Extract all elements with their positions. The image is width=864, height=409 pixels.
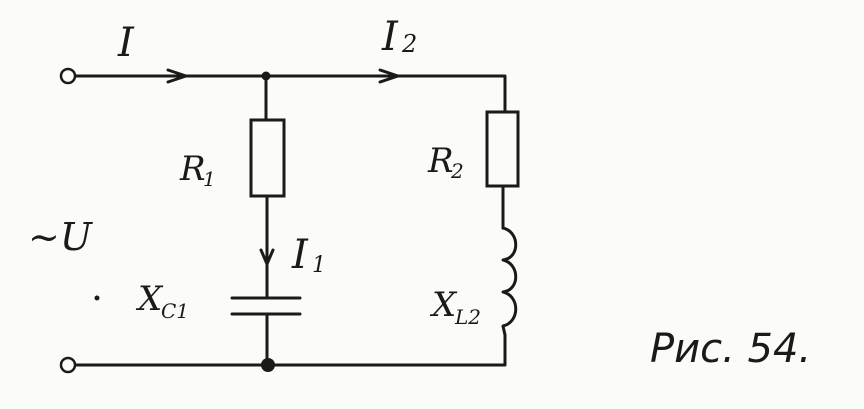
label-current-branch-2-sub: 2 [401,30,417,58]
label-current-branch-1-sub: 1 [312,253,326,278]
label-inductor-2: X [429,285,458,325]
label-source: ~U [28,215,94,259]
resistor-1 [249,118,286,198]
figure-caption: Рис. 54. [650,326,811,372]
label-inductor-2-sub: L2 [454,305,481,329]
speck-dot [94,295,100,301]
arrow-current-branch-1 [259,248,275,266]
label-resistor-2-sub: 2 [450,159,464,183]
terminal-top [59,67,77,85]
label-current-branch-2: I [381,14,399,60]
label-resistor-2: R [427,141,454,181]
terminal-bottom [59,356,77,374]
arrow-current-total [166,68,188,84]
label-current-total: I [117,20,135,66]
label-capacitor-1-sub: C1 [161,299,189,323]
inductor-2 [501,226,518,337]
resistor-2 [485,110,520,188]
arrow-current-branch-2 [378,68,400,84]
label-current-branch-1: I [291,232,309,278]
label-resistor-1: R [179,149,206,189]
label-capacitor-1: X [135,279,164,319]
capacitor-1 [230,296,302,316]
bottom-wire [73,333,507,367]
top-wire [73,74,507,114]
label-resistor-1-sub: 1 [203,167,216,191]
